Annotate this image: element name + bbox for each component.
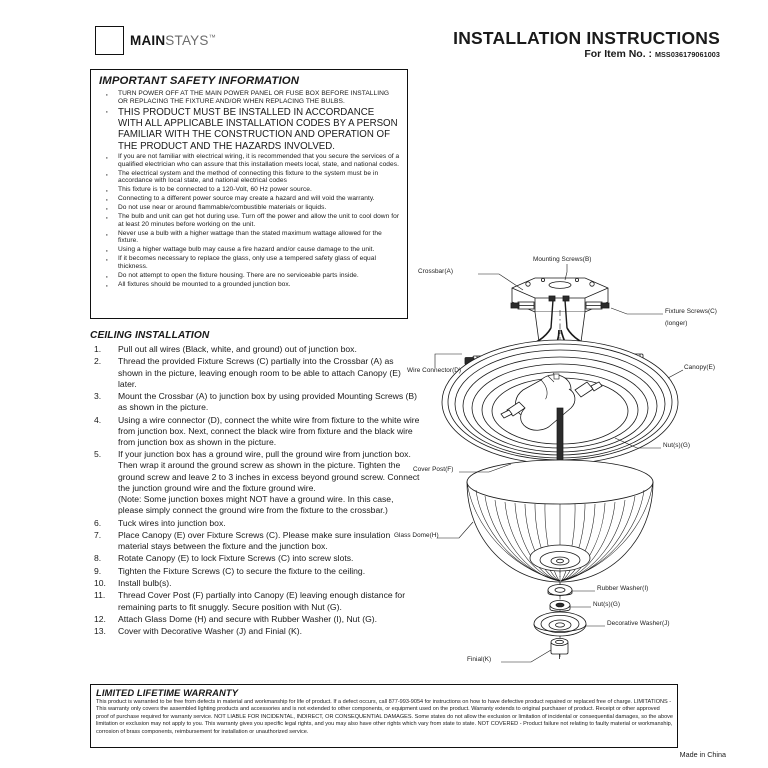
safety-bullet: The bulb and unit can get hot during use… (98, 212, 400, 228)
step-number: 4. (94, 414, 102, 425)
step-number: 13. (94, 626, 106, 637)
installation-step: 8. Rotate Canopy (E) to lock Fixture Scre… (90, 553, 420, 564)
installation-step: 11. Thread Cover Post (F) partially into … (90, 590, 420, 612)
label-mounting-screws: Mounting Screws(B) (533, 256, 592, 263)
brand-name-light: STAYS (165, 33, 209, 48)
leader-lines (434, 264, 684, 663)
rubber-washer-part (547, 584, 573, 596)
item-number-line: For Item No. : MSS036179061003 (584, 48, 720, 60)
installation-step: 9. Tighten the Fixture Screws (C) to secu… (90, 566, 420, 577)
warranty-panel: LIMITED LIFETIME WARRANTY This product i… (90, 684, 678, 748)
safety-bullet: Do not use near or around flammable/comb… (98, 203, 400, 215)
label-wire-connector: Wire Connector(D) (407, 367, 462, 374)
label-fixture-screws-note: (longer) (665, 320, 688, 327)
installation-step: 7. Place Canopy (E) over Fixture Screws (… (90, 530, 420, 552)
step-number: 12. (94, 614, 106, 625)
safety-bullet: If it becomes necessary to replace the g… (98, 254, 400, 270)
step-number: 6. (94, 517, 102, 528)
safety-bullet: If you are not familiar with electrical … (98, 152, 400, 168)
safety-bullet: This fixture is to be connected to a 120… (98, 185, 400, 197)
step-text: If your junction box has a ground wire, … (118, 449, 420, 493)
label-decorative-washer: Decorative Washer(J) (607, 620, 670, 627)
installation-step: 12. Attach Glass Dome (H) and secure with… (90, 614, 420, 625)
brand-name-bold: MAIN (130, 33, 166, 48)
label-cover-post: Cover Post(F) (413, 466, 454, 473)
step-text: Cover with Decorative Washer (J) and Fin… (118, 626, 303, 637)
cover-post-part (556, 407, 564, 468)
label-nuts-lower: Nut(s)(G) (593, 601, 621, 608)
diagram-illustration (434, 264, 684, 663)
page-title: INSTALLATION INSTRUCTIONS (453, 28, 720, 48)
installation-step: 10. Install bulb(s). (90, 578, 420, 589)
bulb-part (515, 372, 576, 431)
safety-bullet: Connecting to a different power source m… (98, 194, 400, 206)
safety-information-panel: IMPORTANT SAFETY INFORMATION TURN POWER … (90, 69, 408, 319)
decorative-washer-part (533, 611, 587, 637)
step-text: Thread Cover Post (F) partially into Can… (118, 590, 406, 612)
ceiling-installation-section: CEILING INSTALLATION 1. Pull out all wire… (90, 330, 420, 639)
safety-bullet: The electrical system and the method of … (98, 169, 400, 185)
installation-step: 4. Using a wire connector (D), connect th… (90, 415, 420, 449)
item-number-value: MSS036179061003 (654, 50, 720, 59)
step-number: 1. (94, 344, 102, 354)
safety-bullet: THIS PRODUCT MUST BE INSTALLED IN ACCORD… (98, 106, 400, 152)
step-text: Using a wire connector (D), connect the … (118, 414, 420, 447)
step-number: 7. (94, 529, 102, 540)
glass-dome-part (466, 459, 654, 583)
step-number: 9. (94, 565, 102, 576)
installation-step: 2. Thread the provided Fixture Screws (C)… (90, 356, 420, 390)
label-fixture-screws: Fixture Screws(C) (665, 308, 717, 315)
label-crossbar: Crossbar(A) (418, 268, 453, 275)
safety-bullet: TURN POWER OFF AT THE MAIN POWER PANEL O… (98, 89, 400, 105)
page-header: MAINSTAYS™ INSTALLATION INSTRUCTIONS For… (0, 0, 768, 66)
brand-logo-box (95, 26, 124, 55)
label-glass-dome: Glass Dome(H) (394, 532, 439, 539)
label-finial: Finial(K) (467, 656, 492, 663)
installation-step: 13. Cover with Decorative Washer (J) and … (90, 626, 420, 637)
fixture-screws-part (548, 295, 570, 329)
label-canopy: Canopy(E) (684, 364, 715, 371)
step-text: Install bulb(s). (118, 578, 172, 589)
step-text: Mount the Crossbar (A) to junction box b… (118, 391, 418, 413)
step-text: Thread the provided Fixture Screws (C) p… (118, 356, 401, 389)
installation-section-title: CEILING INSTALLATION (90, 330, 210, 341)
step-number: 8. (94, 553, 102, 564)
step-number: 5. (94, 449, 102, 460)
label-rubber-washer: Rubber Washer(I) (597, 585, 649, 592)
installation-step: 3. Mount the Crossbar (A) to junction box… (90, 391, 420, 413)
warranty-panel-title: LIMITED LIFETIME WARRANTY (96, 687, 239, 698)
safety-bullet: Using a higher wattage bulb may cause a … (98, 245, 400, 257)
trademark-symbol: ™ (208, 34, 216, 42)
step-number: 11. (94, 590, 106, 601)
item-number-label: For Item No. : (584, 48, 653, 60)
safety-bullet-list: TURN POWER OFF AT THE MAIN POWER PANEL O… (98, 89, 400, 292)
mounting-screws-part (510, 301, 610, 310)
installation-step: 1. Pull out all wires (Black, white, and … (90, 344, 420, 355)
safety-bullet: All fixtures should be mounted to a grou… (98, 280, 400, 292)
step-text: Rotate Canopy (E) to lock Fixture Screws… (118, 553, 354, 564)
label-nuts-canopy: Nut(s)(G) (663, 442, 691, 449)
step-text: Tighten the Fixture Screws (C) to secure… (118, 565, 366, 576)
installation-step: 6. Tuck wires into junction box. (90, 518, 420, 529)
step-number: 2. (94, 356, 102, 367)
step-text: Tuck wires into junction box. (118, 517, 226, 528)
step-text: Place Canopy (E) over Fixture Screws (C)… (118, 529, 391, 552)
made-in-label: Made in China (679, 750, 726, 759)
exploded-assembly-diagram: Crossbar(A) Mounting Screws(B) Fixture S… (394, 250, 768, 670)
step-number: 10. (94, 578, 106, 589)
step-text: Pull out all wires (Black, white, and gr… (118, 344, 357, 354)
socket-clips (500, 381, 603, 419)
step-note: (Note: Some junction boxes might NOT hav… (118, 493, 394, 516)
warranty-panel-body: This product is warranted to be free fro… (96, 699, 674, 735)
finial-part (550, 637, 569, 659)
safety-panel-title: IMPORTANT SAFETY INFORMATION (99, 75, 300, 87)
step-number: 3. (94, 391, 102, 402)
brand-wordmark: MAINSTAYS™ (130, 33, 216, 48)
step-text: Attach Glass Dome (H) and secure with Ru… (118, 614, 378, 625)
nut-part (549, 599, 571, 612)
installation-step-list: 1. Pull out all wires (Black, white, and … (90, 344, 420, 638)
safety-bullet: Never use a bulb with a higher wattage t… (98, 229, 400, 245)
installation-step: 5. If your junction box has a ground wire… (90, 449, 420, 516)
safety-bullet: Do not attempt to open the fixture housi… (98, 271, 400, 283)
